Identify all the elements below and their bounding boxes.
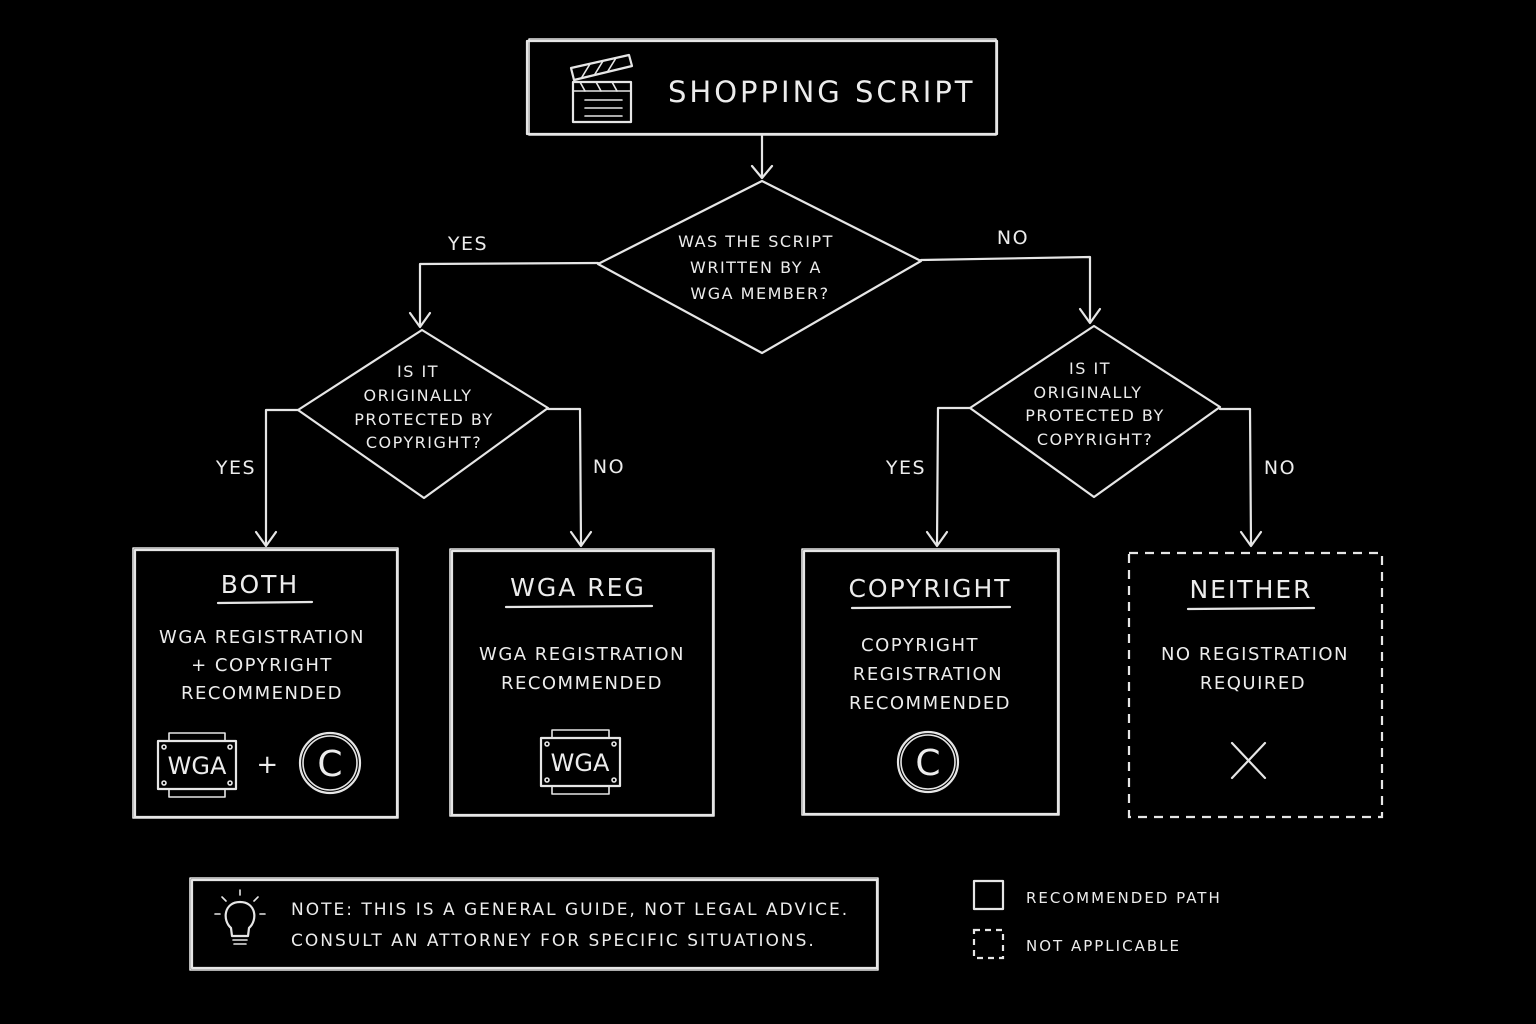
plus-icon: + (256, 750, 279, 780)
outcome-heading: BOTH (221, 570, 299, 599)
copyright-icon: C (298, 731, 362, 795)
question-root-line-1: WAS THE SCRIPT (678, 232, 834, 251)
outcome-both: BOTH WGA REGISTRATION + COPYRIGHT RECOMM… (132, 547, 399, 819)
svg-text:WGA: WGA (168, 752, 227, 780)
note-box: NOTE: THIS IS A GENERAL GUIDE, NOT LEGAL… (189, 877, 879, 971)
legend-not-applicable: NOT APPLICABLE (1026, 937, 1181, 955)
svg-text:C: C (317, 744, 342, 785)
question-right-line-1: IS IT (1069, 359, 1111, 378)
decision-root: WAS THE SCRIPT WRITTEN BY A WGA MEMBER? (596, 179, 923, 355)
outcome-heading: COPYRIGHT (848, 574, 1011, 603)
branch-label-root-yes: YES (447, 233, 488, 255)
wga-badge-icon: WGA (156, 732, 238, 798)
svg-text:WGA: WGA (551, 749, 610, 777)
branch-label-left-no: NO (593, 456, 625, 478)
copyright-icon: C (896, 730, 960, 794)
outcome-line: REQUIRED (1200, 673, 1306, 694)
branch-label-root-no: NO (997, 227, 1029, 249)
clapperboard-icon (569, 53, 634, 124)
outcome-line: NO REGISTRATION (1161, 644, 1349, 665)
outcome-line: RECOMMENDED (181, 683, 343, 704)
question-root-line-3: WGA MEMBER? (690, 284, 829, 303)
question-right-line-2: ORIGINALLY (1034, 383, 1143, 402)
outcome-line: WGA REGISTRATION (159, 627, 365, 648)
question-right-line-4: COPYRIGHT? (1037, 430, 1153, 449)
question-left-line-3: PROTECTED BY (354, 410, 494, 429)
outcome-line: RECOMMENDED (849, 693, 1011, 714)
decision-right: IS IT ORIGINALLY PROTECTED BY COPYRIGHT? (968, 324, 1222, 499)
outcome-neither: NEITHER NO REGISTRATION REQUIRED (1127, 551, 1384, 819)
branch-label-right-no: NO (1264, 457, 1296, 479)
x-icon (1230, 741, 1267, 780)
legend-dashed-swatch (972, 928, 1005, 960)
question-left-line-4: COPYRIGHT? (366, 433, 482, 452)
legend-recommended: RECOMMENDED PATH (1026, 889, 1222, 907)
question-right-line-3: PROTECTED BY (1025, 406, 1165, 425)
branch-label-left-yes: YES (215, 457, 256, 479)
wga-badge-icon: WGA (539, 729, 622, 795)
legend-solid-swatch (972, 879, 1005, 911)
question-root-line-2: WRITTEN BY A (690, 258, 822, 277)
question-left-line-2: ORIGINALLY (364, 386, 473, 405)
outcome-heading: WGA REG (510, 573, 646, 602)
outcome-copyright: COPYRIGHT COPYRIGHT REGISTRATION RECOMME… (801, 548, 1060, 816)
title-box: SHOPPING SCRIPT (525, 38, 999, 136)
outcome-line: RECOMMENDED (501, 673, 663, 694)
note-line-2: CONSULT AN ATTORNEY FOR SPECIFIC SITUATI… (291, 931, 816, 951)
note-line-1: NOTE: THIS IS A GENERAL GUIDE, NOT LEGAL… (291, 900, 849, 920)
question-left-line-1: IS IT (397, 362, 439, 381)
outcome-line: + COPYRIGHT (191, 655, 333, 676)
branch-label-right-yes: YES (885, 457, 926, 479)
outcome-wga-reg: WGA REG WGA REGISTRATION RECOMMENDED WGA (449, 548, 715, 817)
page-title: SHOPPING SCRIPT (668, 75, 976, 109)
outcome-line: WGA REGISTRATION (479, 644, 685, 665)
svg-text:C: C (915, 743, 940, 784)
outcome-line: REGISTRATION (853, 664, 1003, 685)
decision-left: IS IT ORIGINALLY PROTECTED BY COPYRIGHT? (296, 328, 550, 500)
lightbulb-icon (214, 889, 266, 945)
legend: RECOMMENDED PATH NOT APPLICABLE (972, 879, 1222, 960)
outcome-line: COPYRIGHT (861, 635, 979, 656)
outcome-heading: NEITHER (1189, 575, 1312, 604)
